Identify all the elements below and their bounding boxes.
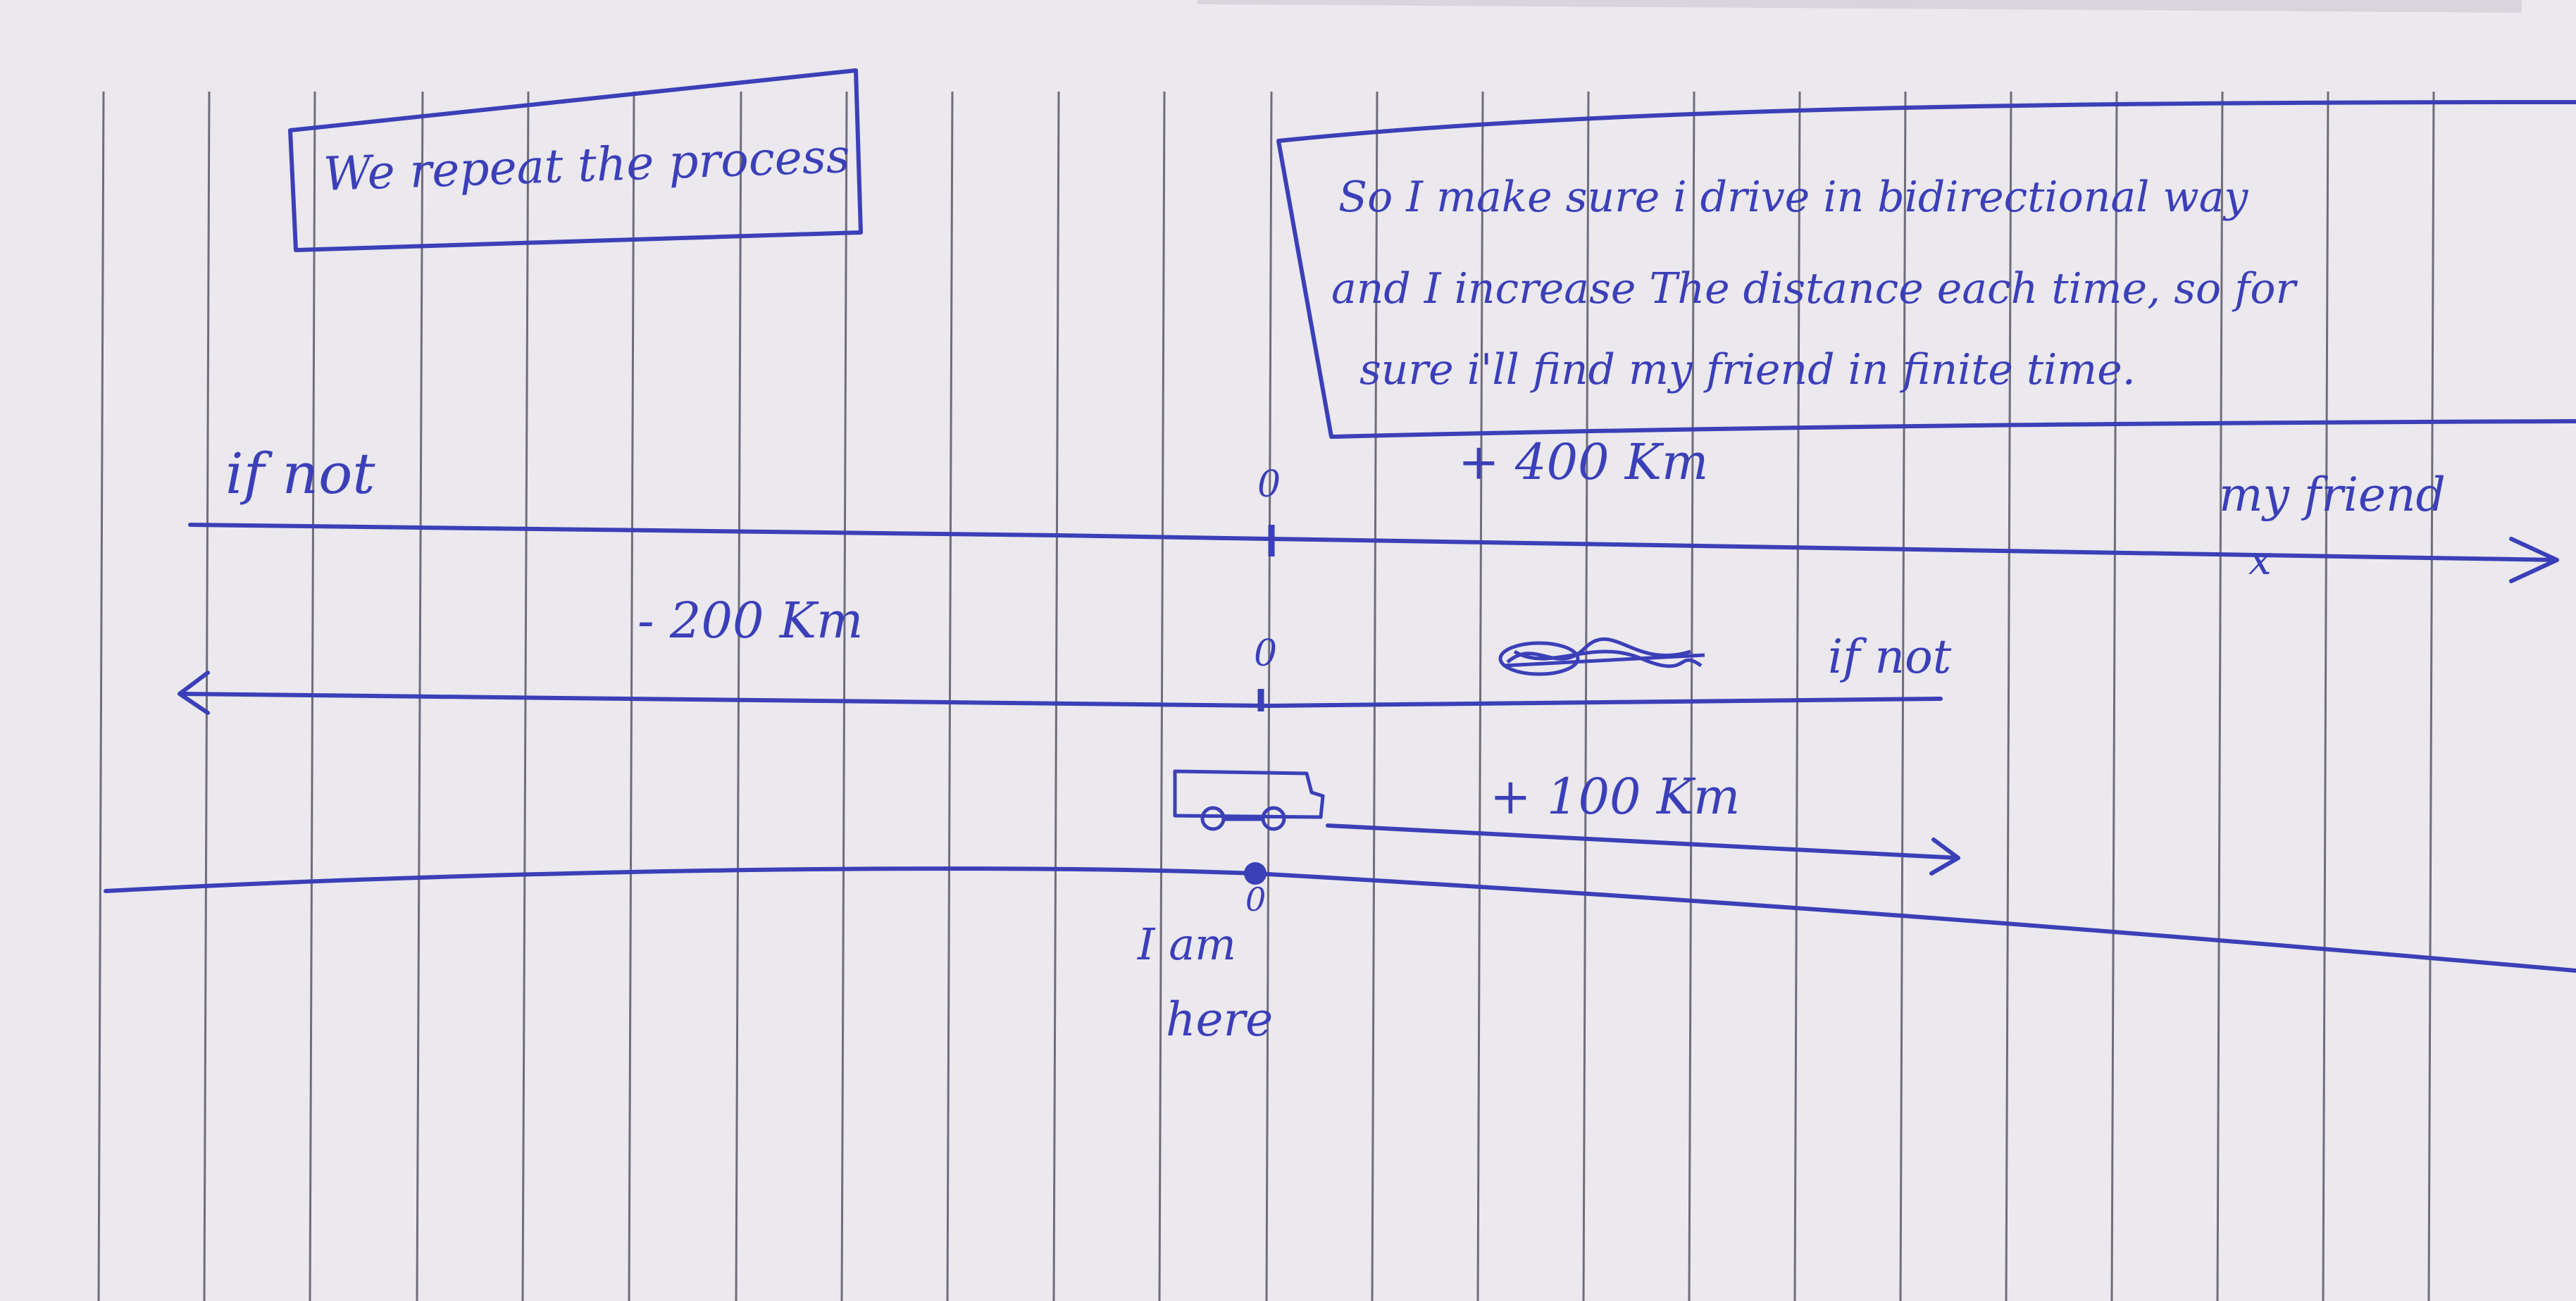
timeline-2: - 200 Km 0 if not (178, 592, 1952, 715)
origin-mark-3: 0 (1245, 880, 1266, 919)
here-label: here (1166, 992, 1273, 1047)
arrow-right-icon (2509, 537, 2559, 583)
box-explanation-line-2: and I increase The distance each time, s… (1331, 264, 2298, 313)
timeline-3-arrow-line (1326, 823, 1960, 860)
origin-mark-1: 0 (1257, 463, 1281, 506)
box-repeat-process-frame (288, 68, 863, 252)
plus-400-km-label: + 400 Km (1458, 433, 1708, 491)
car-icon (1173, 769, 1325, 831)
my-friend-label: my friend (2219, 468, 2446, 522)
timeline-1-line (188, 523, 2559, 562)
timeline-3: + 100 Km 0 I am here (104, 768, 2576, 1047)
origin-mark-2: 0 (1254, 633, 1277, 675)
i-am-label: I am (1137, 919, 1236, 970)
box-explanation-frame (1276, 100, 2576, 439)
scribble-icon (1498, 637, 1705, 676)
minus-200-km-label: - 200 Km (637, 592, 863, 649)
box-explanation: So I make sure i drive in bidirectional … (1276, 100, 2576, 439)
arrow-right-icon-2 (1929, 838, 1960, 876)
arrow-left-icon (178, 671, 210, 715)
timeline-2-line (178, 692, 1943, 709)
current-position-dot (1244, 862, 1267, 885)
road-line (104, 866, 2576, 973)
plus-100-km-label: + 100 Km (1490, 768, 1740, 826)
if-not-right-label: if not (1828, 630, 1952, 684)
friend-position-mark: x (2248, 536, 2272, 584)
ruled-lines (97, 91, 2435, 1301)
if-not-left-label: if not (225, 441, 375, 506)
box-explanation-line-3: sure i'll find my friend in finite time. (1359, 345, 2136, 394)
timeline-1: if not + 400 Km 0 my friend x (188, 433, 2559, 584)
box-explanation-line-1: So I make sure i drive in bidirectional … (1338, 173, 2249, 222)
paper-edge-shadow (1197, 0, 2522, 13)
